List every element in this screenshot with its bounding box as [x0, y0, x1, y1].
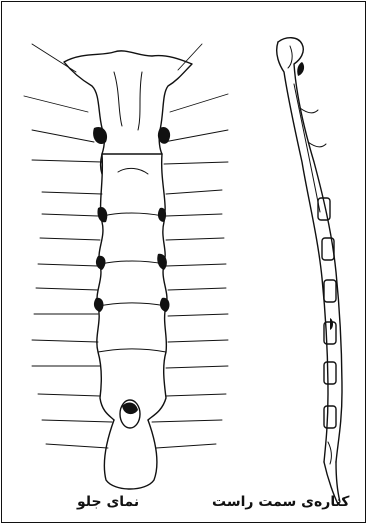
- caption-right-side: کناره‌ی سمت راست: [212, 494, 349, 510]
- caption-front-view: نمای جلو: [77, 494, 139, 510]
